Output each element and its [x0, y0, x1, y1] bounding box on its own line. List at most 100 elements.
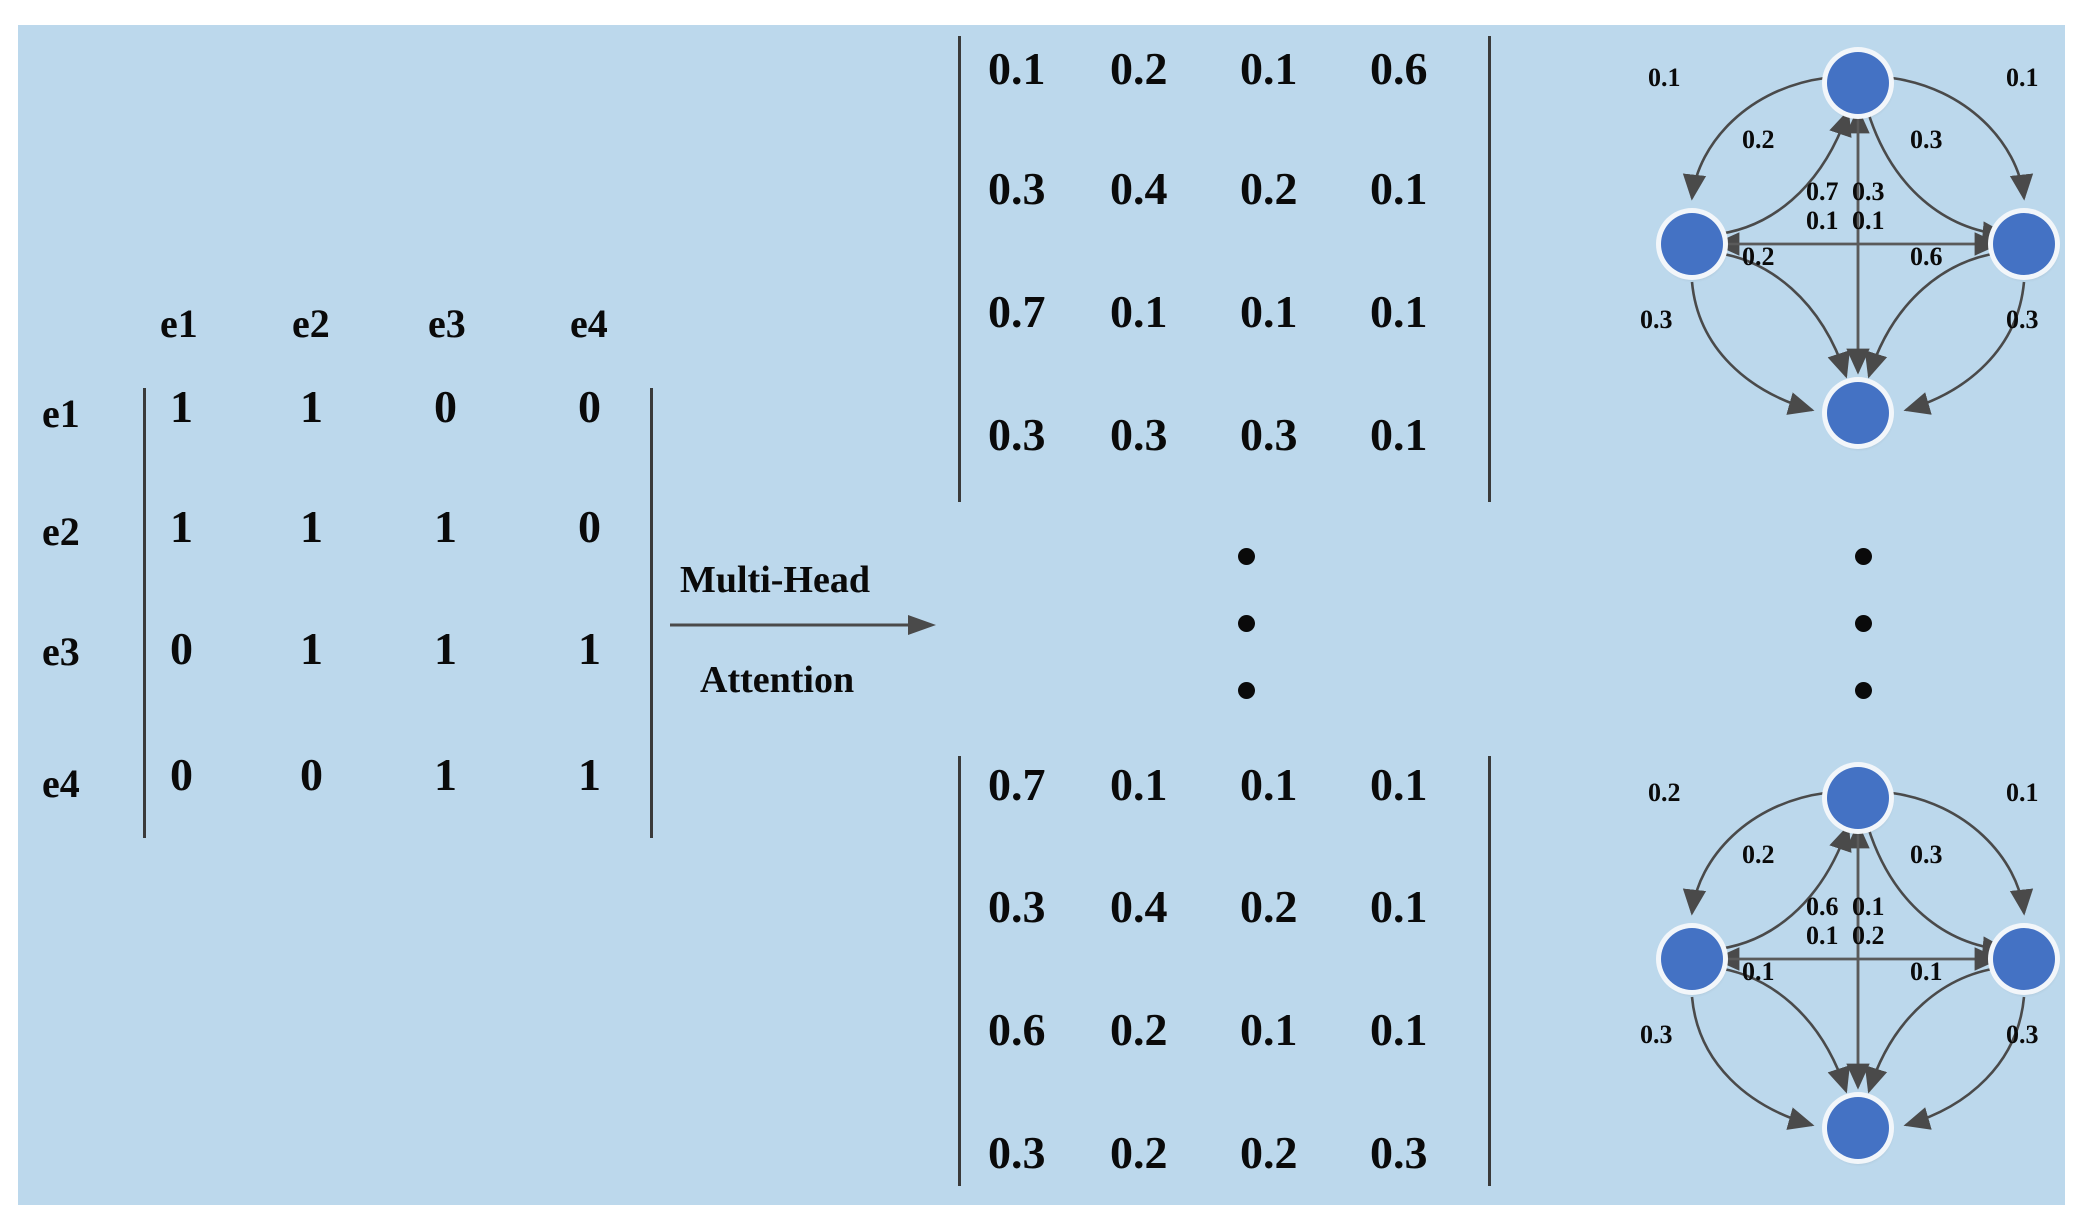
adjacency-row-label-e2: e2 [42, 509, 80, 554]
gn-label-center-left-upper: 0.6 [1806, 892, 1839, 921]
attn1-cell-2-2: 0.1 [1240, 286, 1298, 337]
gn-label-inner-top-right: 0.3 [1910, 840, 1943, 869]
adjacency-cell-3-2: 1 [434, 749, 457, 800]
attn2-cell-0-3: 0.1 [1370, 759, 1428, 810]
graph-head-n-node-bottom[interactable] [1827, 1097, 1889, 1159]
adjacency-cell-2-0: 0 [170, 623, 193, 674]
adjacency-cell-3-1: 0 [300, 749, 323, 800]
g1-label-outer-top-left: 0.1 [1648, 63, 1681, 92]
attn2-cell-3-1: 0.2 [1110, 1127, 1168, 1178]
attn1-cell-1-1: 0.4 [1110, 163, 1168, 214]
edge-inner-top-to-right [1866, 111, 2009, 245]
gn-label-center-right-lower: 0.2 [1852, 921, 1885, 950]
gn-label-outer-bottom-left: 0.3 [1640, 1020, 1673, 1049]
attn1-cell-2-0: 0.7 [988, 286, 1046, 337]
g1-label-inner-top-right: 0.3 [1910, 125, 1943, 154]
attn2-left-bracket [958, 756, 961, 1186]
adjacency-cell-0-3: 0 [578, 381, 601, 432]
attn2-cell-1-0: 0.3 [988, 881, 1046, 932]
attn1-cell-0-3: 0.6 [1370, 43, 1428, 94]
figure-panel [18, 25, 2065, 1205]
attn2-right-bracket [1488, 756, 1491, 1186]
gn-label-inner-bottom-left: 0.1 [1742, 957, 1775, 986]
g1-label-center-left-lower: 0.1 [1806, 206, 1839, 235]
edge-outer-top-left [1682, 76, 1826, 201]
gn-label-outer-bottom-right: 0.3 [2006, 1020, 2039, 1049]
attn2-cell-0-0: 0.7 [988, 759, 1046, 810]
edge-outer-top-left [1682, 791, 1826, 916]
attn1-cell-1-3: 0.1 [1370, 163, 1428, 214]
edge-outer-bottom-right [1903, 281, 2026, 415]
adjacency-row-label-e3: e3 [42, 629, 80, 674]
graph-ellipsis-dot-3 [1855, 682, 1872, 699]
edge-inner-left-to-top [1709, 109, 1852, 237]
right-arrow-icon [670, 615, 936, 635]
adjacency-col-header-e4: e4 [570, 301, 608, 346]
edge-inner-right-to-bottom [1864, 250, 2007, 379]
adjacency-cell-2-3: 1 [578, 623, 601, 674]
attn2-cell-3-3: 0.3 [1370, 1127, 1428, 1178]
gn-label-inner-bottom-right: 0.1 [1910, 957, 1943, 986]
adjacency-left-bracket [143, 388, 146, 838]
adjacency-cell-3-0: 0 [170, 749, 193, 800]
attn1-cell-3-1: 0.3 [1110, 409, 1168, 460]
adjacency-row-label-e1: e1 [42, 391, 80, 436]
attn2-cell-1-2: 0.2 [1240, 881, 1298, 932]
graph-head-n-node-right[interactable] [1993, 928, 2055, 990]
g1-label-center-right-upper: 0.3 [1852, 177, 1885, 206]
adjacency-cell-0-0: 1 [170, 381, 193, 432]
attn2-cell-2-3: 0.1 [1370, 1004, 1428, 1055]
g1-label-inner-bottom-right: 0.6 [1910, 242, 1943, 271]
g1-label-outer-bottom-left: 0.3 [1640, 305, 1673, 334]
attn2-cell-1-3: 0.1 [1370, 881, 1428, 932]
adjacency-cell-2-2: 1 [434, 623, 457, 674]
edge-inner-right-to-bottom [1864, 965, 2007, 1094]
adjacency-col-header-e2: e2 [292, 301, 330, 346]
matrix-ellipsis-dot-2 [1238, 615, 1255, 632]
graph-head-1-node-top[interactable] [1827, 52, 1889, 114]
edge-outer-top-right [1891, 76, 2034, 201]
gn-label-outer-top-right: 0.1 [2006, 778, 2039, 807]
attn2-cell-3-2: 0.2 [1240, 1127, 1298, 1178]
g1-label-outer-bottom-right: 0.3 [2006, 305, 2039, 334]
graph-ellipsis-dot-1 [1855, 548, 1872, 565]
gn-label-center-right-upper: 0.1 [1852, 892, 1885, 921]
g1-label-center-right-lower: 0.1 [1852, 206, 1885, 235]
attn2-cell-0-2: 0.1 [1240, 759, 1298, 810]
graph-head-1-node-left[interactable] [1661, 213, 1723, 275]
adjacency-col-header-e1: e1 [160, 301, 198, 346]
graph-head-n-node-top[interactable] [1827, 767, 1889, 829]
graph-head-1-node-right[interactable] [1993, 213, 2055, 275]
gn-label-outer-top-left: 0.2 [1648, 778, 1681, 807]
matrix-ellipsis-dot-3 [1238, 682, 1255, 699]
gn-label-inner-top-left: 0.2 [1742, 840, 1775, 869]
edge-inner-left-to-bottom [1709, 250, 1850, 379]
attn1-left-bracket [958, 36, 961, 502]
attn1-cell-3-0: 0.3 [988, 409, 1046, 460]
transform-label-bottom: Attention [700, 659, 855, 701]
attn1-cell-1-2: 0.2 [1240, 163, 1298, 214]
attn2-cell-2-0: 0.6 [988, 1004, 1046, 1055]
graph-head-n-edges [1682, 791, 2034, 1130]
graph-head-1-node-bottom[interactable] [1827, 382, 1889, 444]
attn2-cell-2-2: 0.1 [1240, 1004, 1298, 1055]
edge-outer-bottom-left [1690, 281, 1815, 415]
g1-label-center-left-upper: 0.7 [1806, 177, 1839, 206]
attn2-cell-3-0: 0.3 [988, 1127, 1046, 1178]
attn2-cell-0-1: 0.1 [1110, 759, 1168, 810]
edge-inner-left-to-top [1709, 824, 1852, 952]
adjacency-cell-1-1: 1 [300, 501, 323, 552]
graph-head-n-node-left[interactable] [1661, 928, 1723, 990]
attn1-cell-1-0: 0.3 [988, 163, 1046, 214]
attn1-cell-0-1: 0.2 [1110, 43, 1168, 94]
edge-inner-top-to-right [1866, 826, 2009, 960]
attn1-cell-3-3: 0.1 [1370, 409, 1428, 460]
attn1-right-bracket [1488, 36, 1491, 502]
adjacency-right-bracket [650, 388, 653, 838]
attn1-cell-2-1: 0.1 [1110, 286, 1168, 337]
graph-head-1-edges [1682, 76, 2034, 415]
adjacency-cell-2-1: 1 [300, 623, 323, 674]
gn-label-center-left-lower: 0.1 [1806, 921, 1839, 950]
edge-outer-top-right [1891, 791, 2034, 916]
